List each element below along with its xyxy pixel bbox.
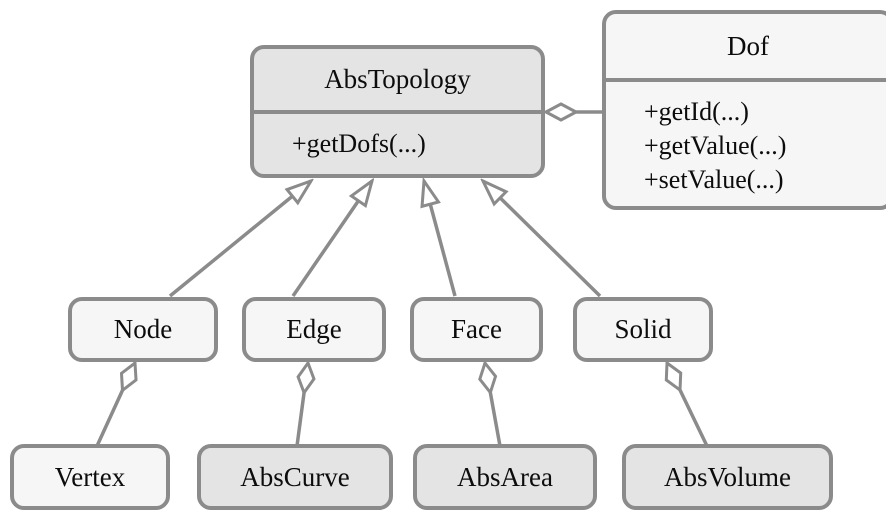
class-name: AbsArea <box>457 461 553 492</box>
class-name: Node <box>113 314 173 344</box>
class-name: AbsCurve <box>240 461 350 492</box>
generalization-face-abstopology <box>424 181 457 297</box>
class-name: Face <box>451 314 502 344</box>
class-box-edge: Edge <box>242 297 386 362</box>
method: +setValue(...) <box>644 165 784 194</box>
method: +getValue(...) <box>644 131 787 160</box>
class-name: Edge <box>286 314 342 344</box>
generalization-edge-abstopology <box>291 181 372 297</box>
aggregation-node-vertex <box>95 363 135 447</box>
class-box-absvolume: AbsVolume <box>622 444 833 510</box>
method: +getId(...) <box>644 97 749 126</box>
class-methods: +getDofs(...) <box>254 110 541 174</box>
class-box-absarea: AbsArea <box>413 444 597 510</box>
class-box-vertex: Vertex <box>10 444 170 510</box>
class-name: Vertex <box>54 461 126 492</box>
class-methods: +getId(...) +getValue(...) +setValue(...… <box>606 78 886 206</box>
class-name: AbsVolume <box>663 461 791 492</box>
aggregation-solid-absvolume <box>667 363 709 447</box>
class-box-abstopology: AbsTopology +getDofs(...) <box>250 45 545 178</box>
aggregation-face-absarea <box>485 363 502 447</box>
aggregation-edge-abscurve <box>295 363 308 447</box>
class-name: AbsTopology <box>324 64 471 94</box>
generalization-solid-abstopology <box>483 181 602 298</box>
class-box-face: Face <box>410 297 543 362</box>
class-name: Dof <box>727 30 769 61</box>
class-name: Solid <box>614 314 672 344</box>
class-box-abscurve: AbsCurve <box>197 444 393 510</box>
class-box-solid: Solid <box>573 297 713 362</box>
method: +getDofs(...) <box>292 129 426 158</box>
class-box-node: Node <box>68 297 218 362</box>
class-box-dof: Dof +getId(...) +getValue(...) +setValue… <box>602 10 886 210</box>
generalization-node-abstopology <box>168 181 311 298</box>
